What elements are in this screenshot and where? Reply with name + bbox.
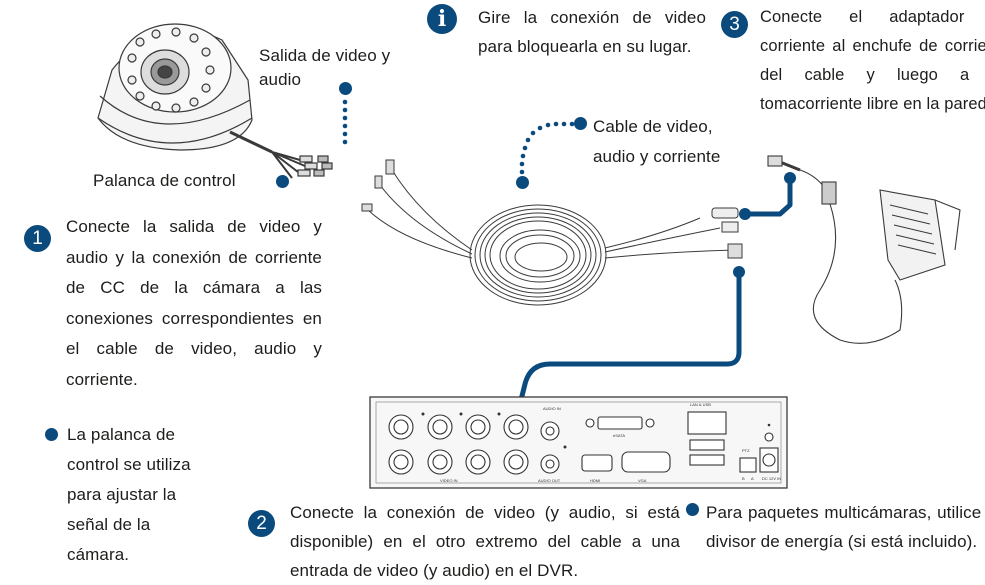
dvr-label-video-in: VIDEO IN bbox=[440, 478, 458, 483]
video-out-leader bbox=[342, 99, 348, 145]
step-3-text: Conecte el adaptador de corriente al enc… bbox=[760, 8, 985, 113]
dvr-rear-panel: AUDIO IN eSATA LAN & USB PTZ B A DC 12V … bbox=[369, 396, 788, 489]
connector-lines bbox=[515, 177, 793, 415]
info-icon: i bbox=[427, 4, 457, 34]
info-note: Gire la conexión de video para bloquearl… bbox=[478, 8, 706, 56]
cable-label: Cable de video, audio y corriente bbox=[593, 117, 721, 166]
video-out-dot bbox=[339, 82, 352, 95]
adapter-connector-dot bbox=[784, 172, 796, 184]
step-2-text: Conecte la conexión de video (y audio, s… bbox=[290, 503, 680, 580]
dvr-label-esata: eSATA bbox=[613, 433, 625, 438]
dvr-label-dc: DC 12V IN bbox=[762, 476, 781, 481]
step-3-badge: 3 bbox=[721, 11, 748, 38]
dvr-label-lan-usb: LAN & USB bbox=[690, 402, 711, 407]
control-lever-dot bbox=[276, 175, 289, 188]
cable-coil bbox=[361, 159, 743, 306]
dvr-label-audio-out: AUDIO OUT bbox=[538, 478, 561, 483]
dvr-label-ptz: PTZ bbox=[742, 448, 750, 453]
dvr-label-ptz-b: B bbox=[742, 476, 745, 481]
cable-leader bbox=[519, 121, 575, 175]
step-1-text: Conecte la salida de video y audio y la … bbox=[66, 217, 322, 389]
multicam-note-bullet bbox=[686, 503, 699, 516]
cable-label-dot bbox=[574, 117, 587, 130]
lever-note: La palanca de control se utiliza para aj… bbox=[67, 425, 191, 564]
power-adapter bbox=[767, 155, 961, 344]
cable-start-dot bbox=[516, 176, 529, 189]
step-1-badge: 1 bbox=[24, 225, 51, 252]
dvr-label-audio-in: AUDIO IN bbox=[543, 406, 561, 411]
step-2-badge: 2 bbox=[248, 510, 275, 537]
power-plug-dot bbox=[739, 208, 751, 220]
dvr-label-ptz-a: A bbox=[751, 476, 754, 481]
dvr-label-hdmi: HDMI bbox=[590, 478, 600, 483]
multicam-note: Para paquetes multicámaras, utilice un d… bbox=[706, 503, 985, 551]
dome-camera bbox=[97, 23, 333, 179]
dvr-label-vga: VGA bbox=[638, 478, 647, 483]
video-audio-out-label: Salida de video y audio bbox=[259, 46, 391, 89]
control-lever-label: Palanca de control bbox=[93, 171, 236, 190]
video-plug-dot bbox=[733, 266, 745, 278]
lever-note-bullet bbox=[45, 428, 58, 441]
